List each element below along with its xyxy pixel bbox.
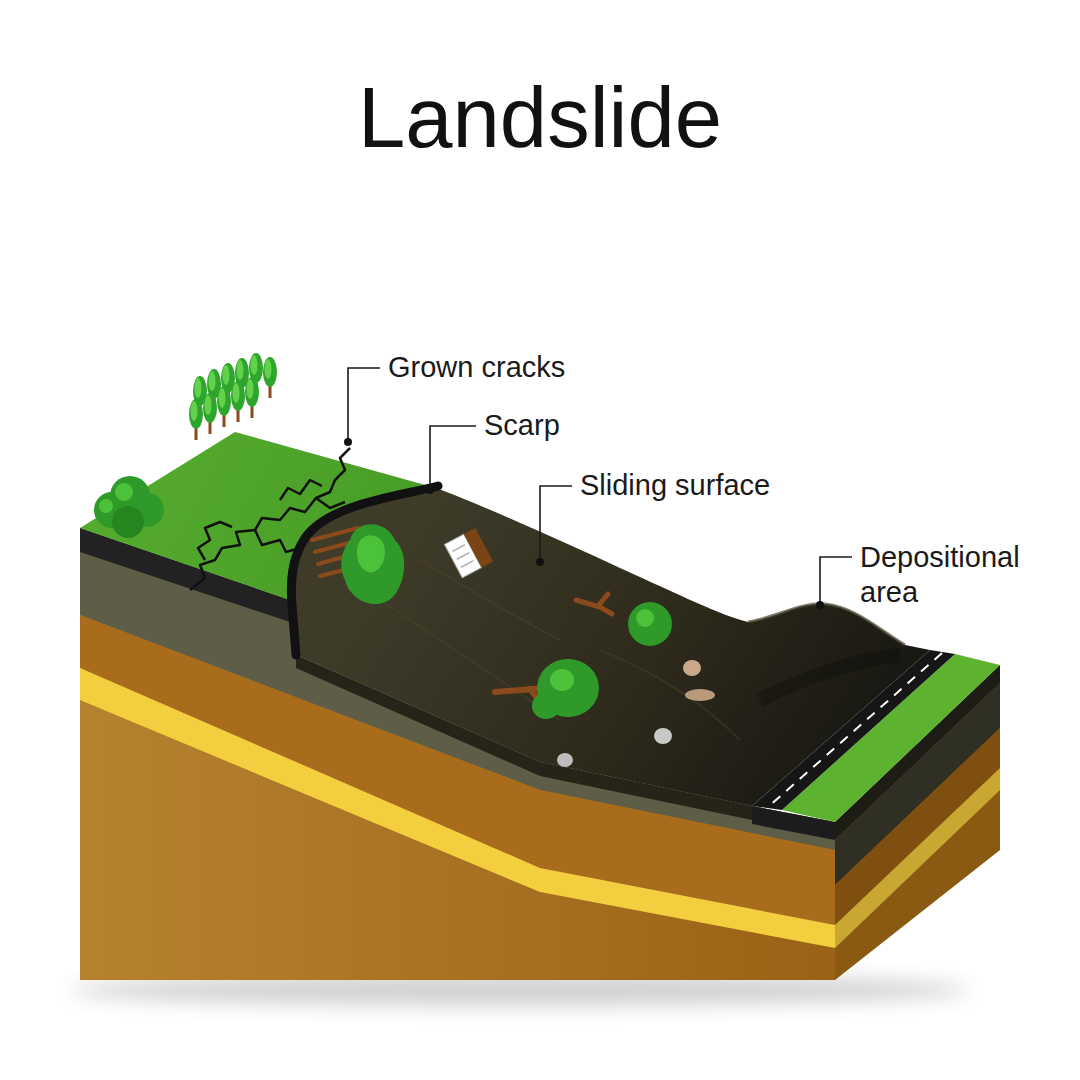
leader-lines: [348, 368, 380, 442]
debris: [532, 693, 560, 719]
trees: [263, 357, 277, 398]
debris: [628, 602, 672, 646]
trees: [203, 393, 217, 434]
landslide-mass: [760, 655, 900, 700]
house: [444, 528, 493, 578]
debris: [654, 728, 672, 744]
bush: [115, 483, 133, 501]
leader-dots: [426, 486, 434, 494]
ground-cracks: [190, 448, 350, 590]
leader-dots: [344, 438, 824, 609]
leader-lines: [430, 426, 476, 490]
house: [457, 553, 469, 560]
ground-cracks: [316, 498, 345, 508]
trees: [245, 377, 259, 418]
road: [752, 650, 1000, 822]
landslide-mass: [600, 650, 740, 740]
fallen-trees-at-scarp: [357, 535, 385, 572]
part-label: Scarp: [484, 408, 560, 443]
trees: [189, 399, 203, 440]
debris: [495, 594, 715, 767]
leader-lines: [540, 486, 572, 562]
part-label: Grown cracks: [388, 350, 565, 385]
debris: [550, 669, 574, 691]
debris: [685, 689, 715, 701]
house: [444, 528, 493, 578]
debris: [557, 753, 573, 767]
debris: [683, 660, 701, 676]
diagram-title: Landslide: [0, 69, 1080, 167]
debris: [636, 609, 654, 627]
bush: [112, 506, 144, 538]
house: [453, 545, 465, 552]
house: [464, 528, 493, 568]
scarp-edge: [291, 486, 438, 655]
road: [767, 653, 942, 808]
leader-dots: [536, 558, 544, 566]
ground-cracks: [255, 530, 300, 552]
road: [752, 650, 955, 810]
trees: [217, 386, 231, 427]
road: [782, 654, 1000, 822]
trees: [231, 381, 245, 422]
bush: [99, 499, 113, 513]
trees: [189, 353, 277, 440]
ground-cracks: [198, 522, 232, 560]
part-label: Sliding surface: [580, 468, 770, 503]
part-label: Depositional area: [860, 540, 1060, 611]
leader-lines: [820, 557, 852, 605]
scarp-edge: [291, 486, 438, 655]
ground-cracks: [190, 448, 350, 590]
landslide-mass: [748, 604, 905, 645]
debris: [576, 594, 612, 614]
house: [461, 561, 473, 568]
landslide-mass: [420, 560, 560, 640]
leader-lines: [348, 368, 852, 605]
leader-dots: [816, 601, 824, 609]
leader-dots: [344, 438, 352, 446]
fallen-trees-at-scarp: [312, 524, 404, 604]
landslide-mass: [380, 600, 560, 720]
fallen-trees-at-scarp: [341, 524, 404, 604]
bush: [94, 476, 164, 538]
ground-cracks: [280, 480, 322, 500]
